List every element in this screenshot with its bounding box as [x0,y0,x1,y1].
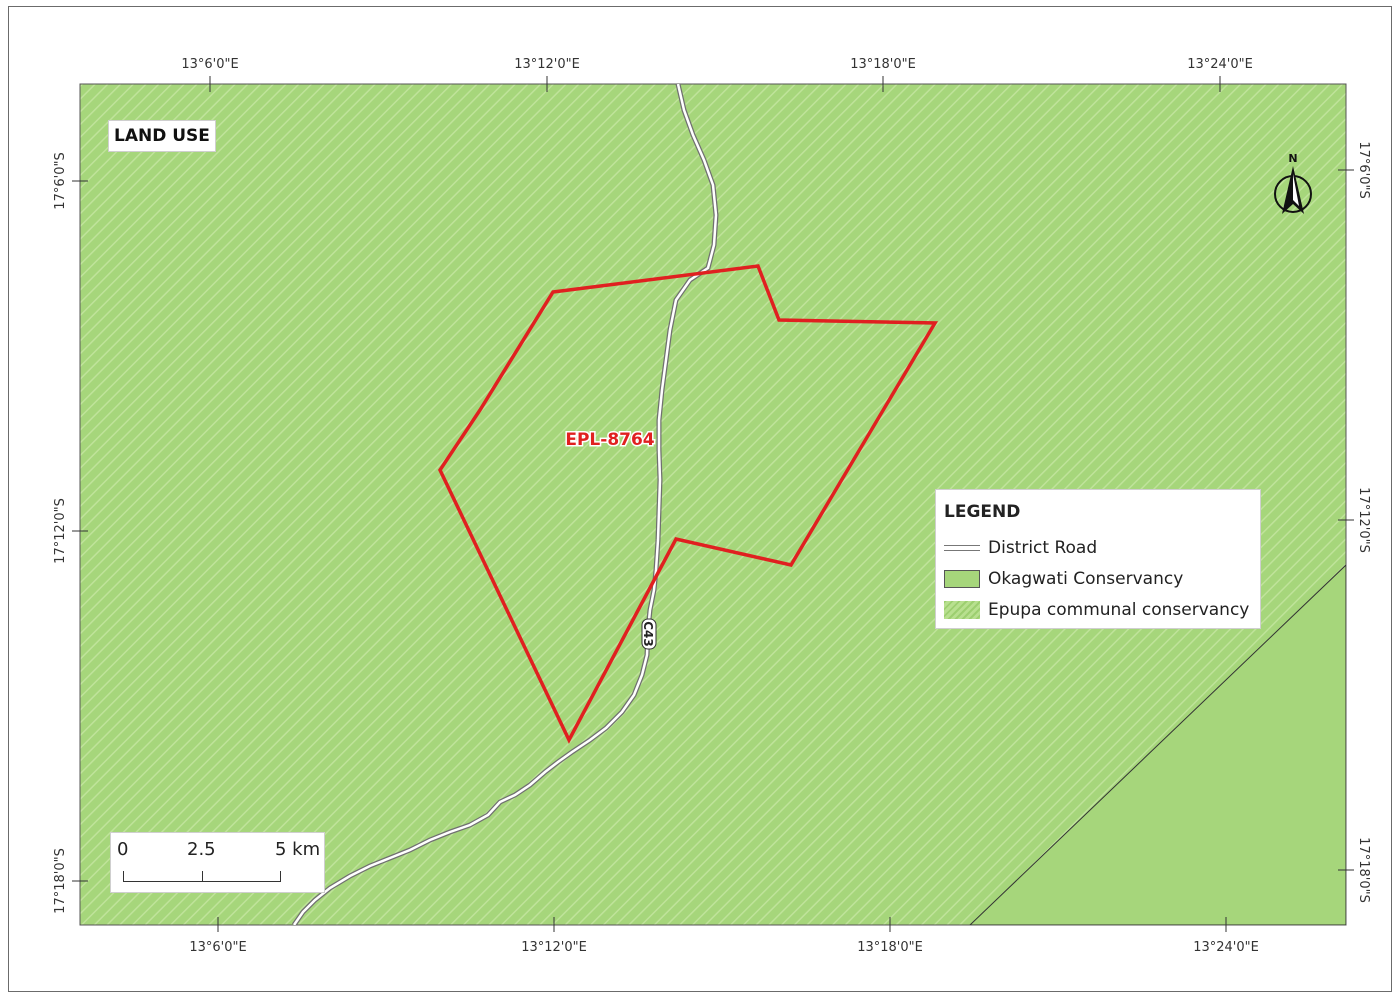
legend-item-district-road: District Road [944,532,1252,563]
scale-bar: 0 2.5 5 km [110,832,325,893]
top-tick-label: 13°6'0"E [181,57,238,72]
scale-label-2-5: 2.5 [187,839,216,860]
epupa-swatch [944,600,980,619]
top-tick-label: 13°12'0"E [514,57,580,72]
legend-item-okagwati: Okagwati Conservancy [944,563,1252,594]
scale-label-5km: 5 km [275,839,321,860]
graticule-bottom: 13°6'0"E 13°12'0"E 13°18'0"E 13°24'0"E [189,917,1259,955]
right-tick-label: 17°12'0"S [1356,487,1371,553]
bottom-tick-label: 13°18'0"E [857,940,923,955]
graticule-top: 13°6'0"E 13°12'0"E 13°18'0"E 13°24'0"E [181,57,1253,92]
map-title-text: LAND USE [114,126,210,146]
legend-item-label: Okagwati Conservancy [988,568,1184,589]
left-tick-label: 17°6'0"S [53,152,68,209]
top-tick-label: 13°18'0"E [850,57,916,72]
scale-tick [202,871,203,882]
map-title: LAND USE [108,120,216,152]
bottom-tick-label: 13°12'0"E [521,940,587,955]
graticule-left: 17°6'0"S 17°12'0"S 17°18'0"S [53,152,88,914]
road-shield-c43: C43 [641,618,657,650]
bottom-tick-label: 13°24'0"E [1193,940,1259,955]
right-tick-label: 17°18'0"S [1356,837,1371,903]
scale-tick [280,871,281,882]
district-road-swatch [944,544,980,551]
left-tick-label: 17°18'0"S [53,848,68,914]
legend-item-label: District Road [988,537,1098,558]
epl-label: EPL-8764 [565,430,654,450]
left-tick-label: 17°12'0"S [53,498,68,564]
road-label: C43 [641,621,655,647]
legend-item-label: Epupa communal conservancy [988,599,1250,620]
bottom-tick-label: 13°6'0"E [189,940,246,955]
top-tick-label: 13°24'0"E [1187,57,1253,72]
epl-8764-boundary [437,264,939,744]
okagwati-swatch [944,569,980,588]
north-arrow-icon: N [1274,152,1312,214]
scale-label-0: 0 [117,839,129,860]
legend-title: LEGEND [944,502,1021,522]
okagwati-conservancy-area [969,564,1346,925]
legend-item-epupa: Epupa communal conservancy [944,594,1252,625]
north-label: N [1288,152,1297,165]
right-tick-label: 17°6'0"S [1356,141,1371,198]
legend: LEGEND District Road Okagwati Conservanc… [935,489,1261,629]
scale-tick [123,871,124,882]
graticule-right: 17°6'0"S 17°12'0"S 17°18'0"S [1338,141,1371,903]
